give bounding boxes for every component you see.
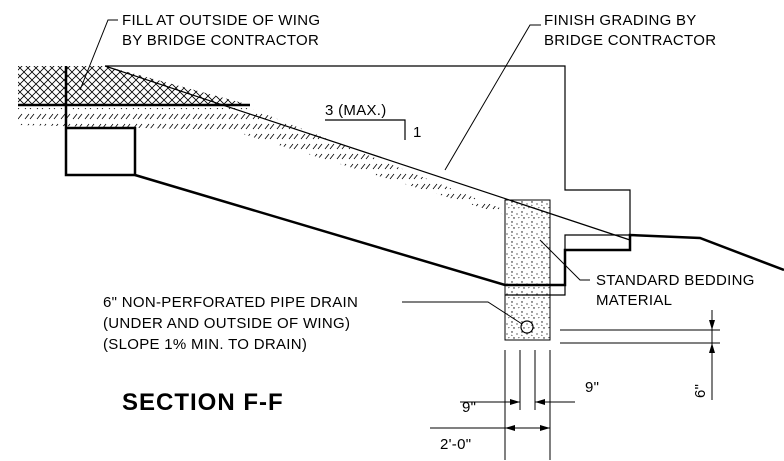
pipe-leader	[402, 301, 523, 325]
fill-label-line2: BY BRIDGE CONTRACTOR	[122, 32, 319, 49]
depth-arrow-bottom	[709, 343, 715, 353]
dim-9-left-arrow	[510, 399, 520, 405]
wing-bottom-line	[134, 173, 784, 287]
pipe-label-line2: (UNDER AND OUTSIDE OF WING)	[103, 315, 350, 332]
slope-indicator	[325, 119, 406, 140]
depth-label: 6"	[692, 384, 709, 398]
bedding-label-line2: MATERIAL	[596, 292, 672, 309]
slope-rise-label: 1	[413, 124, 422, 141]
bedding-label-line1: STANDARD BEDDING	[596, 272, 755, 289]
fill-label-line1: FILL AT OUTSIDE OF WING	[122, 12, 320, 29]
dim-width-arrow-right	[540, 425, 550, 431]
dim-width-label: 2'-0"	[440, 436, 471, 453]
fill-hatch-area	[18, 66, 250, 105]
bedding-trench	[504, 199, 551, 341]
grade-leader	[444, 24, 541, 171]
fill-leader	[79, 19, 118, 91]
pipe-label-line1: 6" NON-PERFORATED PIPE DRAIN	[103, 294, 358, 311]
dim-9-right-label: 9"	[585, 379, 599, 396]
pipe-drain-symbol	[520, 320, 534, 334]
section-title: SECTION F-F	[122, 389, 284, 416]
grade-label-line2: BRIDGE CONTRACTOR	[544, 32, 716, 49]
slope-run-label: 3 (MAX.)	[325, 102, 387, 119]
pipe-label-line3: (SLOPE 1% MIN. TO DRAIN)	[103, 336, 307, 353]
ground-hatch-area	[18, 108, 505, 215]
bedding-leader	[539, 239, 590, 281]
dim-width-arrow-left	[505, 425, 515, 431]
grade-label-line1: FINISH GRADING BY	[544, 12, 697, 29]
depth-arrow-top	[709, 320, 715, 330]
dim-9-left-label: 9"	[462, 399, 476, 416]
dim-9-right-arrow	[535, 399, 545, 405]
finish-grade-line	[104, 65, 631, 241]
footing-outline	[64, 126, 137, 177]
